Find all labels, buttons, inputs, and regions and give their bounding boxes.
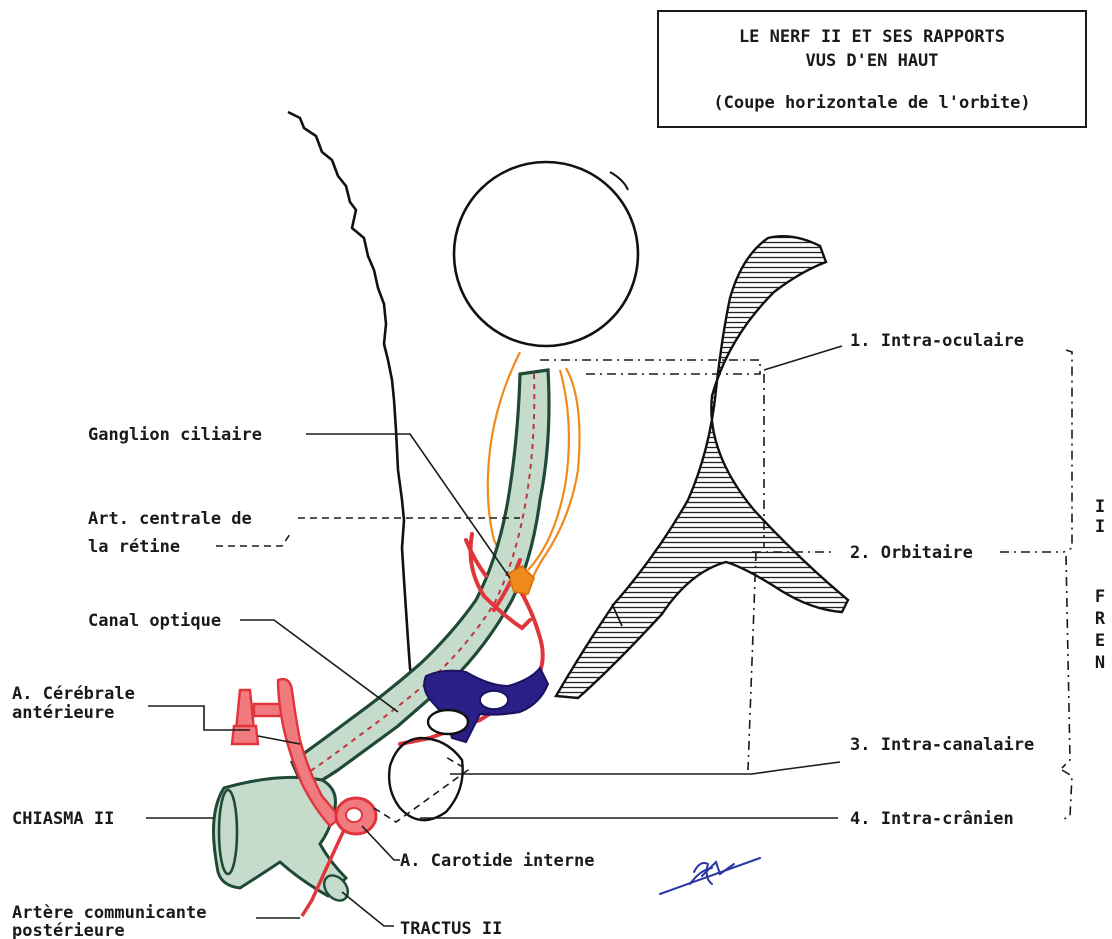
side-letter: I bbox=[1095, 517, 1105, 537]
label-segment-1: 1. Intra-oculaire bbox=[850, 331, 1024, 351]
label-communicante-2: postérieure bbox=[12, 921, 125, 939]
label-cerebrale-1: A. Cérébrale bbox=[12, 684, 135, 704]
title-line-2: VUS D'EN HAUT bbox=[805, 51, 938, 71]
chiasma bbox=[214, 777, 353, 905]
label-tractus: TRACTUS II bbox=[400, 919, 502, 939]
intracranial-outline bbox=[374, 756, 468, 822]
title-box: LE NERF II ET SES RAPPORTS VUS D'EN HAUT… bbox=[658, 11, 1086, 127]
label-carotide: A. Carotide interne bbox=[400, 851, 594, 871]
label-chiasma: CHIASMA II bbox=[12, 809, 114, 829]
posterior-clinoid-process bbox=[389, 710, 468, 820]
label-segment-2: 2. Orbitaire bbox=[850, 543, 973, 563]
side-letter: E bbox=[1095, 631, 1105, 651]
side-letter: R bbox=[1095, 609, 1106, 629]
label-canal-optique: Canal optique bbox=[88, 611, 221, 631]
title-line-3: (Coupe horizontale de l'orbite) bbox=[713, 93, 1030, 113]
label-ganglion-ciliaire: Ganglion ciliaire bbox=[88, 425, 262, 445]
medial-orbital-wall bbox=[288, 112, 414, 688]
side-letter: I bbox=[1095, 497, 1105, 517]
side-label-nerf-ii: N E R F I I bbox=[1095, 497, 1106, 673]
eyeball bbox=[454, 162, 638, 346]
title-line-1: LE NERF II ET SES RAPPORTS bbox=[739, 27, 1005, 47]
label-communicante-1: Artère communicante bbox=[12, 903, 206, 923]
label-art-centrale-2: la rétine bbox=[88, 537, 180, 557]
label-cerebrale-2: antérieure bbox=[12, 703, 114, 723]
side-letter: F bbox=[1095, 587, 1105, 607]
side-letter: N bbox=[1095, 653, 1105, 673]
label-segment-3: 3. Intra-canalaire bbox=[850, 735, 1034, 755]
artist-signature bbox=[660, 858, 760, 894]
label-art-centrale-1: Art. centrale de bbox=[88, 509, 252, 529]
label-segment-4: 4. Intra-crânien bbox=[850, 809, 1014, 829]
